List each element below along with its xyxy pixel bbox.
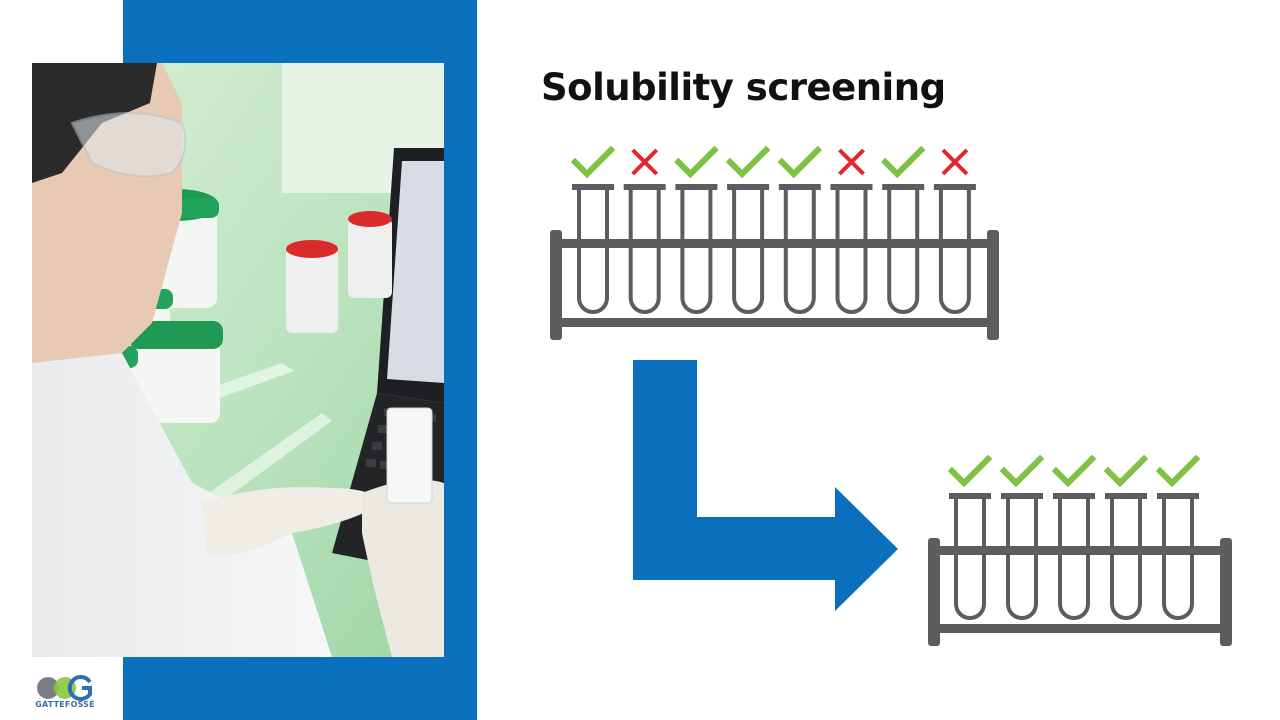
tube-rim	[623, 184, 666, 190]
tube-rim	[882, 184, 925, 190]
flow-arrow	[633, 360, 898, 611]
cross-icon	[838, 148, 865, 176]
checkmark-icon	[1155, 454, 1201, 488]
lab-photo	[32, 63, 444, 657]
test-tube-rack-initial	[550, 145, 999, 340]
tube-rim	[1053, 493, 1095, 499]
cross-icon	[631, 148, 659, 176]
checkmark-icon	[1051, 454, 1097, 488]
tube-rim	[949, 493, 991, 499]
slide-title: Solubility screening	[541, 66, 946, 109]
tube-rim	[778, 184, 821, 190]
checkmark-icon	[880, 145, 926, 179]
checkmark-icon	[777, 145, 823, 179]
test-tube	[1110, 499, 1142, 620]
rack-right-post	[1220, 538, 1232, 646]
tube-rim	[1157, 493, 1199, 499]
rack-top-bar	[552, 239, 997, 248]
test-tube	[938, 190, 971, 314]
checkmark-icon	[725, 145, 771, 179]
test-tube	[783, 190, 816, 314]
tube-rim	[1105, 493, 1147, 499]
checkmark-icon	[1103, 454, 1149, 488]
rack-right-post	[987, 230, 999, 340]
tube-rim	[727, 184, 770, 190]
test-tube	[1058, 499, 1090, 620]
tube-rim	[572, 184, 614, 190]
cross-icon	[941, 148, 969, 176]
tube-rim	[675, 184, 718, 190]
gattefosse-logo	[37, 675, 92, 701]
test-tube-rack-selected	[928, 454, 1232, 646]
logo-wordmark: GATTEFOSSÉ	[35, 700, 95, 709]
rack-top-bar	[930, 546, 1230, 555]
test-tube	[628, 190, 661, 314]
test-tube	[577, 190, 609, 314]
tube-rim	[830, 184, 873, 190]
test-tube	[1006, 499, 1038, 620]
checkmark-icon	[999, 454, 1045, 488]
checkmark-icon	[674, 145, 719, 179]
checkmark-icon	[570, 145, 616, 179]
rack-base-bar	[552, 318, 997, 327]
rack-base-bar	[930, 624, 1230, 633]
tube-rim	[1001, 493, 1043, 499]
test-tube	[887, 190, 920, 314]
rack-left-post	[928, 538, 940, 646]
rack-left-post	[550, 230, 562, 340]
test-tube	[954, 499, 986, 620]
checkmark-icon	[947, 454, 993, 488]
test-tube	[835, 190, 868, 314]
test-tube	[732, 190, 765, 314]
test-tube	[680, 190, 713, 314]
tube-rim	[933, 184, 976, 190]
test-tube	[1162, 499, 1194, 620]
